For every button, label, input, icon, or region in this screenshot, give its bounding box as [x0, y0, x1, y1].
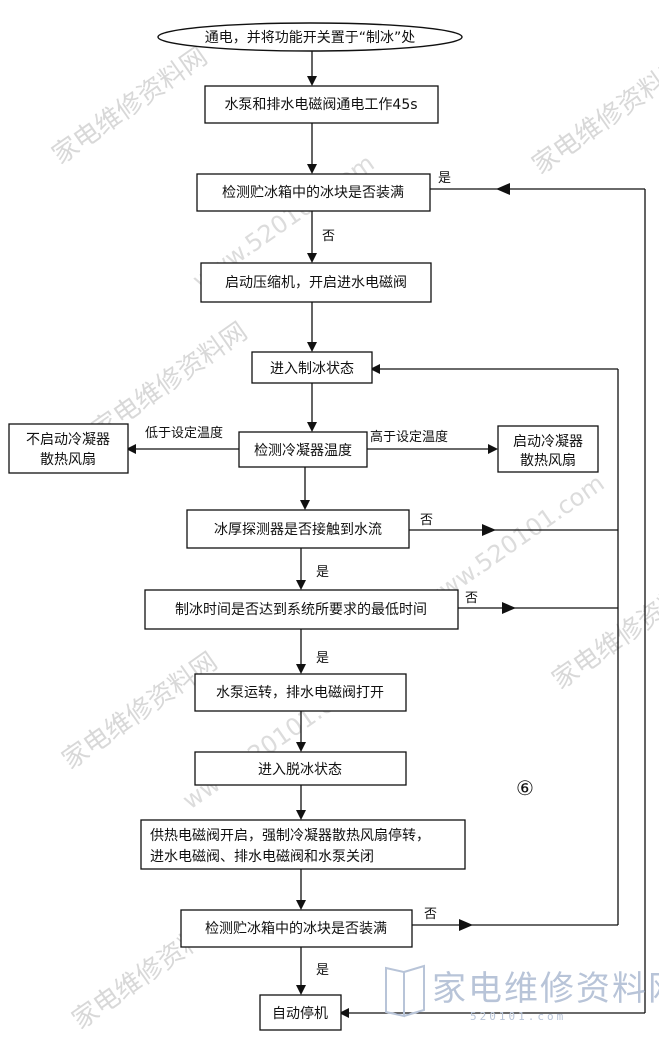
check-condenser-temp-text: 检测冷凝器温度	[254, 443, 352, 459]
fan-off-line-1: 不启动冷凝器	[26, 432, 110, 448]
start-node-text: 通电，并将功能开关置于“制冰”处	[205, 30, 416, 46]
flow-direction-markers	[459, 183, 516, 931]
harvest-actions-line-1: 供热电磁阀开启，强制冷凝器散热风扇停转，	[150, 827, 430, 844]
fan-on-line-1: 启动冷凝器	[513, 434, 583, 450]
label-yes-4: 是	[316, 963, 329, 978]
ice-thickness-check-box	[186, 509, 410, 549]
step-pump-drain-box	[204, 85, 439, 124]
auto-stop-box	[259, 994, 342, 1031]
label-no-1: 否	[322, 229, 335, 244]
label-low-temp: 低于设定温度	[145, 425, 223, 441]
enter-harvest-text: 进入脱冰状态	[258, 762, 342, 778]
start-node: 通电，并将功能开关置于“制冰”处	[157, 22, 463, 52]
check-ice-full-2-text: 检测贮冰箱中的冰块是否装满	[205, 921, 387, 937]
site-logo: 家电维修资料网 520101.com	[385, 964, 659, 1023]
check-ice-full-2-box	[180, 909, 413, 948]
label-yes-3: 是	[316, 651, 329, 666]
label-yes-1: 是	[438, 171, 451, 186]
label-no-3: 否	[465, 591, 478, 606]
fan-off-line-2: 散热风扇	[40, 452, 96, 468]
harvest-actions-line-2: 进水电磁阀、排水电磁阀和水泵关闭	[150, 849, 374, 865]
fan-on-box	[497, 425, 599, 473]
watermark-text-1: 家电维修资料网	[47, 42, 213, 171]
book-icon	[385, 964, 425, 1018]
watermark-text-2: 家电维修资料网	[527, 52, 659, 181]
connectors	[126, 50, 646, 1018]
enter-harvest-box	[194, 751, 407, 786]
logo-text: 家电维修资料网	[432, 969, 659, 1009]
fan-on-line-2: 散热风扇	[520, 453, 576, 469]
check-condenser-temp-box	[238, 431, 368, 468]
label-no-2: 否	[420, 513, 433, 528]
logo-subtext: 520101.com	[470, 1010, 566, 1023]
harvest-actions-box	[140, 819, 466, 870]
pump-drain-open-box	[194, 673, 407, 712]
ice-thickness-check-text: 冰厚探测器是否接触到水流	[214, 521, 382, 538]
pump-drain-open-text: 水泵运转，排水电磁阀打开	[216, 684, 384, 701]
fan-off-box	[8, 423, 129, 474]
enter-ice-making-text: 进入制冰状态	[270, 361, 354, 377]
start-compressor-text: 启动压缩机，开启进水电磁阀	[225, 275, 407, 291]
figure-number: ⑥	[516, 776, 534, 800]
start-compressor-box	[200, 262, 432, 303]
ice-time-check-box	[144, 589, 459, 630]
auto-stop-text: 自动停机	[272, 1005, 328, 1022]
check-ice-full-text: 检测贮冰箱中的冰块是否装满	[222, 185, 404, 201]
ice-time-check-text: 制冰时间是否达到系统所要求的最低时间	[175, 602, 427, 618]
watermark-text-4: 家电维修资料网	[547, 567, 659, 696]
step-pump-drain-text: 水泵和排水电磁阀通电工作45s	[224, 97, 417, 113]
enter-ice-making-box	[251, 351, 373, 384]
label-yes-2: 是	[316, 565, 329, 580]
check-ice-full-box	[196, 173, 431, 212]
label-no-4: 否	[424, 907, 437, 922]
label-high-temp: 高于设定温度	[370, 429, 448, 445]
